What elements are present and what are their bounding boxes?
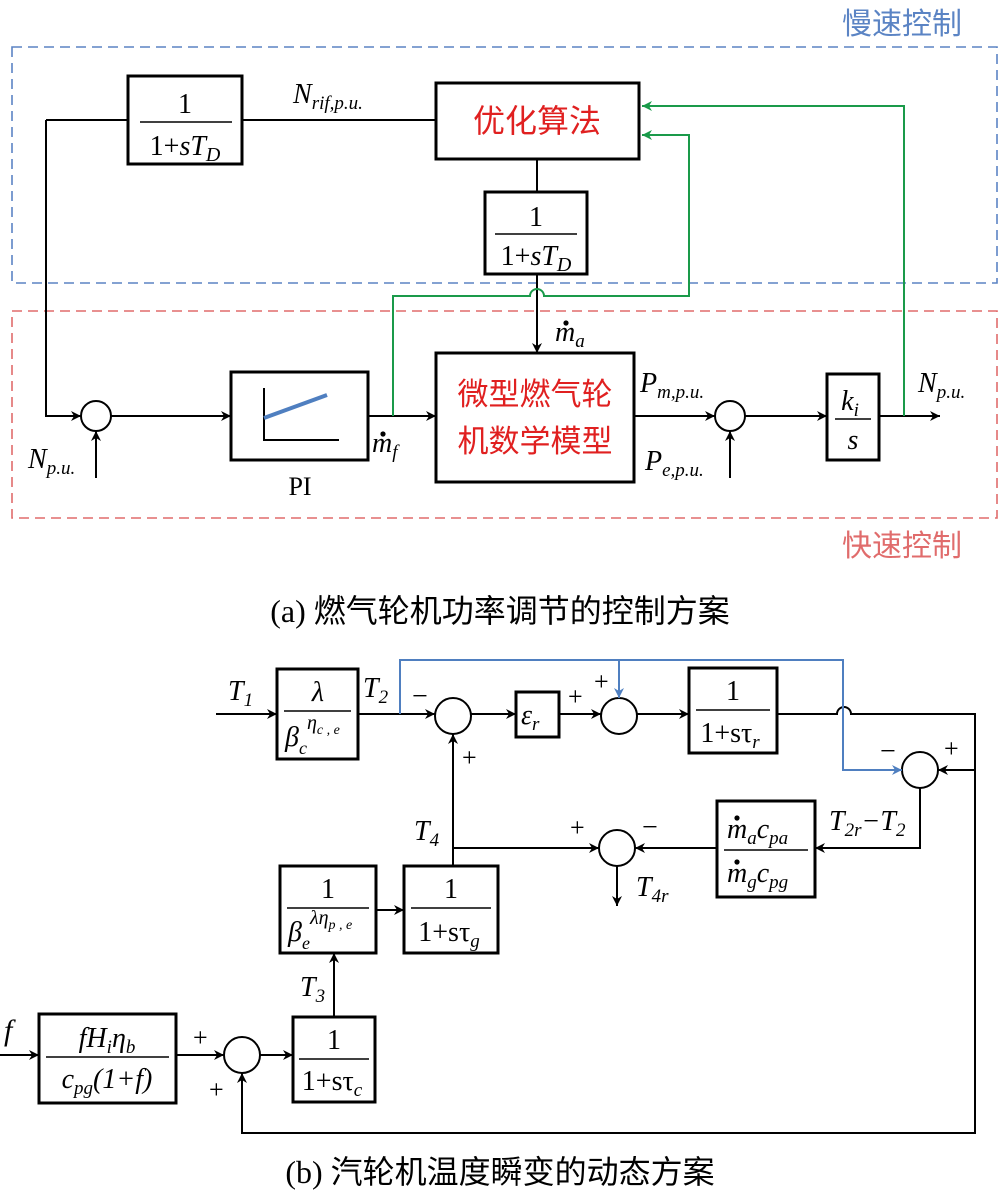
turbine-model-line1: 微型燃气轮 (458, 377, 613, 413)
mass-ratio-den: mgcpg (727, 858, 788, 893)
npu-output-label: Np.u. (917, 368, 965, 403)
turbine-model-block (434, 351, 636, 484)
tau-r-num: 1 (726, 676, 740, 707)
filter-top-num: 1 (178, 89, 192, 120)
turbine-model-line2: 机数学模型 (458, 424, 613, 460)
t3-label: T3 (300, 972, 325, 1007)
integrator-den: s (848, 425, 859, 456)
t1-label: T1 (228, 676, 253, 711)
mass-ratio-num: macpa (727, 814, 788, 849)
filter-mid-den: 1+sTD (501, 241, 572, 276)
sign-b1-plus: + (462, 743, 477, 772)
diagram-b: λ βcηc , e εr 1 1+sτr macpa mgcpg 1 1+sτ… (0, 659, 976, 1190)
t4r-label: T4r (636, 872, 669, 907)
tau-g-den: 1+sτg (418, 917, 479, 952)
fast-control-label: 快速控制 (842, 529, 962, 564)
npu-input-label: Np.u. (27, 444, 75, 479)
epsilon-label: εr (521, 700, 540, 735)
sign-b3-minus: − (880, 736, 896, 767)
fuel-block (37, 1012, 178, 1105)
pm-label: Pm,p.u. (639, 368, 704, 403)
sign-b3-plus: + (944, 734, 959, 763)
nrif-label: Nrif,p.u. (292, 79, 363, 114)
compressor-num: λ (311, 677, 324, 708)
caption-a: (a) 燃气轮机功率调节的控制方案 (270, 593, 730, 629)
pi-label: PI (288, 472, 311, 501)
pi-block (229, 370, 370, 462)
fuel-num: fHiηb (79, 1023, 136, 1058)
tau-r-den: 1+sτr (700, 718, 760, 753)
pi-axes-icon (263, 388, 339, 441)
sum-junction-b3 (901, 751, 939, 789)
fuel-den: cpg(1+f) (62, 1064, 153, 1099)
compressor-den: βcηc , e (284, 712, 340, 758)
sign-b5-plus-left: + (193, 1023, 208, 1052)
sum-junction-a1 (80, 400, 112, 432)
slow-control-label: 慢速控制 (842, 7, 962, 42)
sum-junction-b5 (223, 1036, 261, 1074)
diagram-a: 慢速控制 快速控制 1 1+sTD 优化算法 1 1+sTD PI 微型燃气轮 … (11, 7, 998, 629)
caption-b: (b) 汽轮机温度瞬变的动态方案 (285, 1154, 714, 1190)
expander-num: 1 (321, 874, 335, 905)
mf-label: mf (372, 428, 400, 463)
sign-b2-plus-top: + (594, 667, 609, 696)
fast-control-region (11, 310, 998, 519)
sum-junction-a2 (714, 400, 746, 432)
pe-label: Pe,p.u. (644, 446, 704, 481)
filter-mid-num: 1 (529, 202, 543, 233)
sign-b2-plus-left: + (568, 682, 583, 711)
ma-label: ma (555, 317, 585, 352)
t2-label: T2 (363, 673, 389, 708)
tau-r-block (687, 666, 779, 755)
tau-g-num: 1 (444, 874, 458, 905)
slow-control-region (11, 46, 998, 284)
tau-c-den: 1+sτc (302, 1066, 363, 1101)
expander-den: βeληp , e (287, 907, 352, 953)
sign-b5-plus-bottom: + (209, 1075, 224, 1104)
integrator-num: ki (841, 386, 859, 421)
sign-b4-plus: + (570, 813, 585, 842)
sum-junction-b4 (598, 829, 636, 867)
filter-top-den: 1+sTD (150, 131, 221, 166)
f-input-label: f (4, 1014, 16, 1047)
t4-label: T4 (414, 816, 440, 851)
tau-c-num: 1 (327, 1025, 341, 1056)
sign-b1-minus: − (412, 681, 428, 712)
sum-junction-b2 (600, 697, 638, 735)
t2r-label: T2r−T2 (829, 806, 906, 841)
optimization-label: 优化算法 (473, 102, 601, 140)
sign-b4-minus: − (642, 812, 658, 843)
sum-junction-b1 (434, 697, 472, 735)
pi-curve-icon (263, 393, 328, 420)
